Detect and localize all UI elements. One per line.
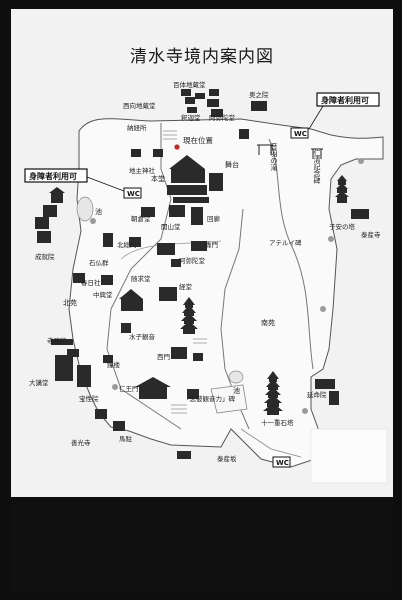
label-kasuga: 春日社 [81,278,101,287]
label-otowa: 音羽の滝 [270,142,278,172]
pond-west [76,196,94,222]
label-hoshoin: 宝性院 [79,394,99,403]
plaza-south [210,384,248,414]
label-shoro: 鐘楼 [107,360,121,369]
wc-label-top: WC [294,130,307,138]
label-asakura: 阿弥陀堂 [179,256,206,265]
path-taisanzaka [240,428,302,458]
grounds-outline [68,118,384,468]
label-kaizando: 開山堂 [161,222,181,231]
label-kiyomizu-hi: 仁清記念碑 [313,148,321,185]
label-ike-south: 池 [233,386,240,395]
label-jishu: 地主神社 [129,166,156,175]
label-koyasu: 子安の塔 [329,222,356,231]
wc-box-west [123,187,142,199]
board-stand [11,497,393,592]
wc-label-west: WC [127,190,140,198]
label-minami: 南苑 [261,318,275,327]
label-amidado: 阿弥陀堂 [209,113,236,122]
label-ishibotoke: 石仏群 [89,258,109,267]
label-jojuin: 成就院 [35,252,55,261]
label-taisanji: 泰産寺 [361,230,381,239]
map-title: 清水寺境内案内図 [130,47,274,67]
pond-south [228,370,244,384]
label-aterui: アテルイ碑 [269,238,302,247]
label-daikodo: 大講堂 [29,378,49,387]
accessible-box-top [316,92,380,107]
steps [163,130,207,414]
wc-box-south [272,456,291,468]
label-nokyosho: 納経所 [127,123,147,132]
label-butai: 舞台 [225,160,239,169]
current-position-marker [174,144,180,150]
label-chokudo: 朝倉堂 [131,214,151,223]
label-zuigudo: 随求堂 [131,274,151,283]
label-umadome: 馬駐 [119,434,133,443]
label-niomon: 仁王門 [119,384,139,393]
label-nishimon: 西門 [157,353,170,361]
accessible-label-west: 身障者利用可 [29,171,77,181]
label-enmeiin: 延命院 [307,390,327,399]
label-kitasomon: 北総門 [117,240,137,249]
label-zenkoji: 善光寺 [71,438,91,447]
accessible-leader-top [308,105,324,130]
label-taisanzaka: 泰産坂 [217,454,237,463]
torii-icons [257,144,323,159]
wc-markers: WC WC WC [123,127,309,468]
wc-label-south: WC [276,459,289,467]
label-kyodo: 経堂 [179,282,193,291]
label-juichi: 十一重石塔 [261,418,294,427]
map-board: 清水寺境内案内図 [11,9,393,497]
wc-box-top [290,127,309,139]
label-kita: 北苑 [63,298,77,307]
accessible-leader-west [86,176,125,192]
accessible-callouts: 身障者利用可 身障者利用可 [24,92,380,192]
label-shakado: 釈迦堂 [181,113,201,122]
label-hondo: 本堂 [151,174,165,183]
label-okunoin: 奥之院 [249,90,269,99]
label-kairo: 回廊 [207,214,221,223]
label-chumon: 中興堂 [93,290,113,299]
label-nenpi: 「念彼観音力」碑 [183,394,236,403]
blank-sign-area [310,428,388,484]
buildings [35,89,369,459]
label-ike-west: 池 [95,207,102,216]
label-jimusho: 寺務所 [47,336,67,345]
label-nishiinari: 西向地蔵堂 [123,101,156,110]
label-todoroki: 轟門 [205,240,218,249]
temple-map: WC WC WC 身障者利用可 身障者利用可 現在位置 百体地蔵堂 西向地蔵堂 … [24,80,388,484]
path-west [106,123,182,430]
label-mizuko: 水子観音 [129,332,156,341]
place-labels: 百体地蔵堂 西向地蔵堂 釈迦堂 阿弥陀堂 奥之院 納経所 地主神社 本堂 舞台 … [29,80,381,463]
path-otowa [268,138,314,370]
accessible-label-top: 身障者利用可 [321,95,369,105]
current-position-label: 現在位置 [183,135,213,145]
label-hyakutai: 百体地蔵堂 [173,80,206,89]
trees [90,158,364,414]
accessible-box-west [24,168,88,183]
